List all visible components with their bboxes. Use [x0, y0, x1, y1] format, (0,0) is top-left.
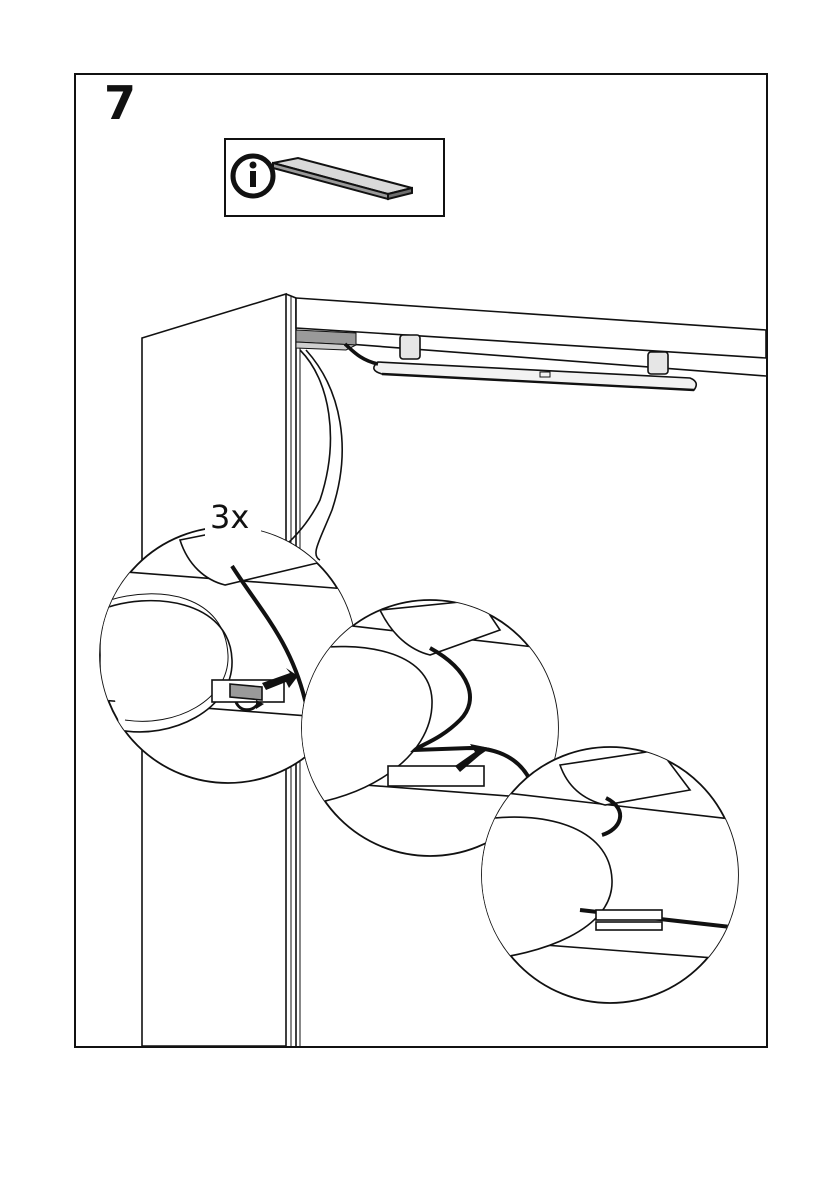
detail-callout-3 [480, 747, 740, 1003]
quantity-label: 3x [210, 498, 249, 536]
